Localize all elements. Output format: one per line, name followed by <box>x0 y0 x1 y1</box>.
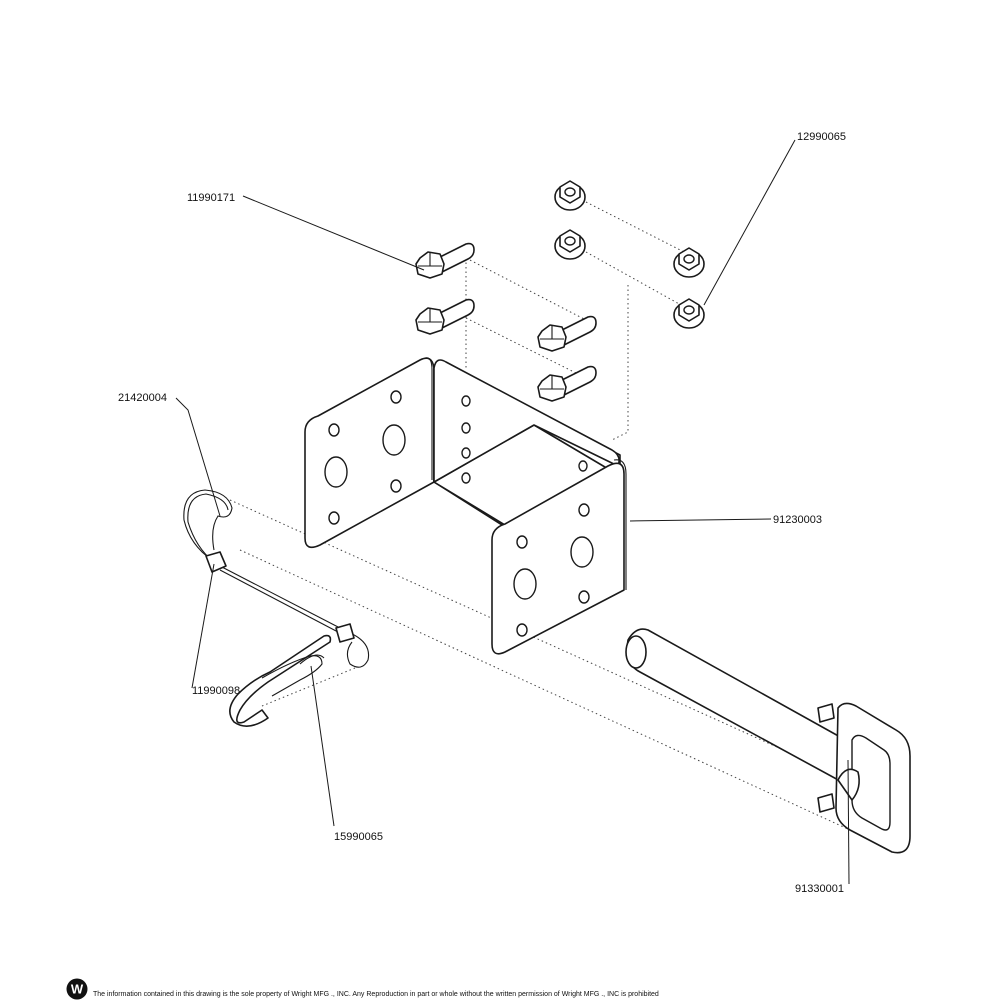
assembly-alignment-lines <box>229 201 851 831</box>
hitch-pin <box>625 628 911 854</box>
bracket-hole <box>516 623 528 637</box>
flange-nut <box>554 229 586 260</box>
flange-bolt <box>415 242 475 279</box>
flange-bolt <box>537 365 597 402</box>
bracket-hole <box>461 395 471 407</box>
flange-nut <box>673 298 705 329</box>
flange-bolt <box>537 315 597 352</box>
flange-nut <box>554 180 586 211</box>
cable-end-sleeve <box>335 623 355 643</box>
footer-disclaimer: The information contained in this drawin… <box>93 991 659 998</box>
bracket-hole <box>578 503 590 517</box>
bracket-hole <box>390 390 402 404</box>
u-bracket <box>304 357 627 655</box>
bracket-hole <box>390 479 402 493</box>
bracket-hole <box>461 447 471 459</box>
leader-lines <box>175 139 850 885</box>
bracket-hole <box>461 472 471 484</box>
bracket-front-plate <box>491 462 625 655</box>
bracket-large-hole <box>570 536 594 568</box>
callout-21420004: 21420004 <box>118 392 167 404</box>
bracket-hole <box>328 511 340 525</box>
callout-11990098: 11990098 <box>192 685 240 697</box>
bracket-large-hole <box>382 424 406 456</box>
bracket-hole <box>516 535 528 549</box>
flange-bolt <box>415 298 475 335</box>
callout-91230003: 91230003 <box>773 514 822 526</box>
bracket-hole <box>328 423 340 437</box>
lanyard-cable <box>183 489 370 668</box>
callout-15990065: 15990065 <box>334 831 383 843</box>
logo-letter: W <box>71 982 84 997</box>
bracket-large-hole <box>513 568 537 600</box>
bracket-back-plate <box>304 357 435 549</box>
bracket-hole <box>461 422 471 434</box>
bracket-large-hole <box>324 456 348 488</box>
bracket-hole <box>578 590 590 604</box>
bracket-hole <box>578 460 588 472</box>
footer: W The information contained in this draw… <box>66 978 996 1000</box>
callout-12990065: 12990065 <box>797 131 846 143</box>
cable-sleeve <box>205 551 227 573</box>
callout-11990171: 11990171 <box>187 192 235 204</box>
flange-nut <box>673 247 705 278</box>
wright-logo: W <box>66 978 88 1000</box>
callout-91330001: 91330001 <box>795 883 844 895</box>
hitch-pin-shaft <box>626 628 843 783</box>
hitch-pin-clip <box>229 634 332 727</box>
